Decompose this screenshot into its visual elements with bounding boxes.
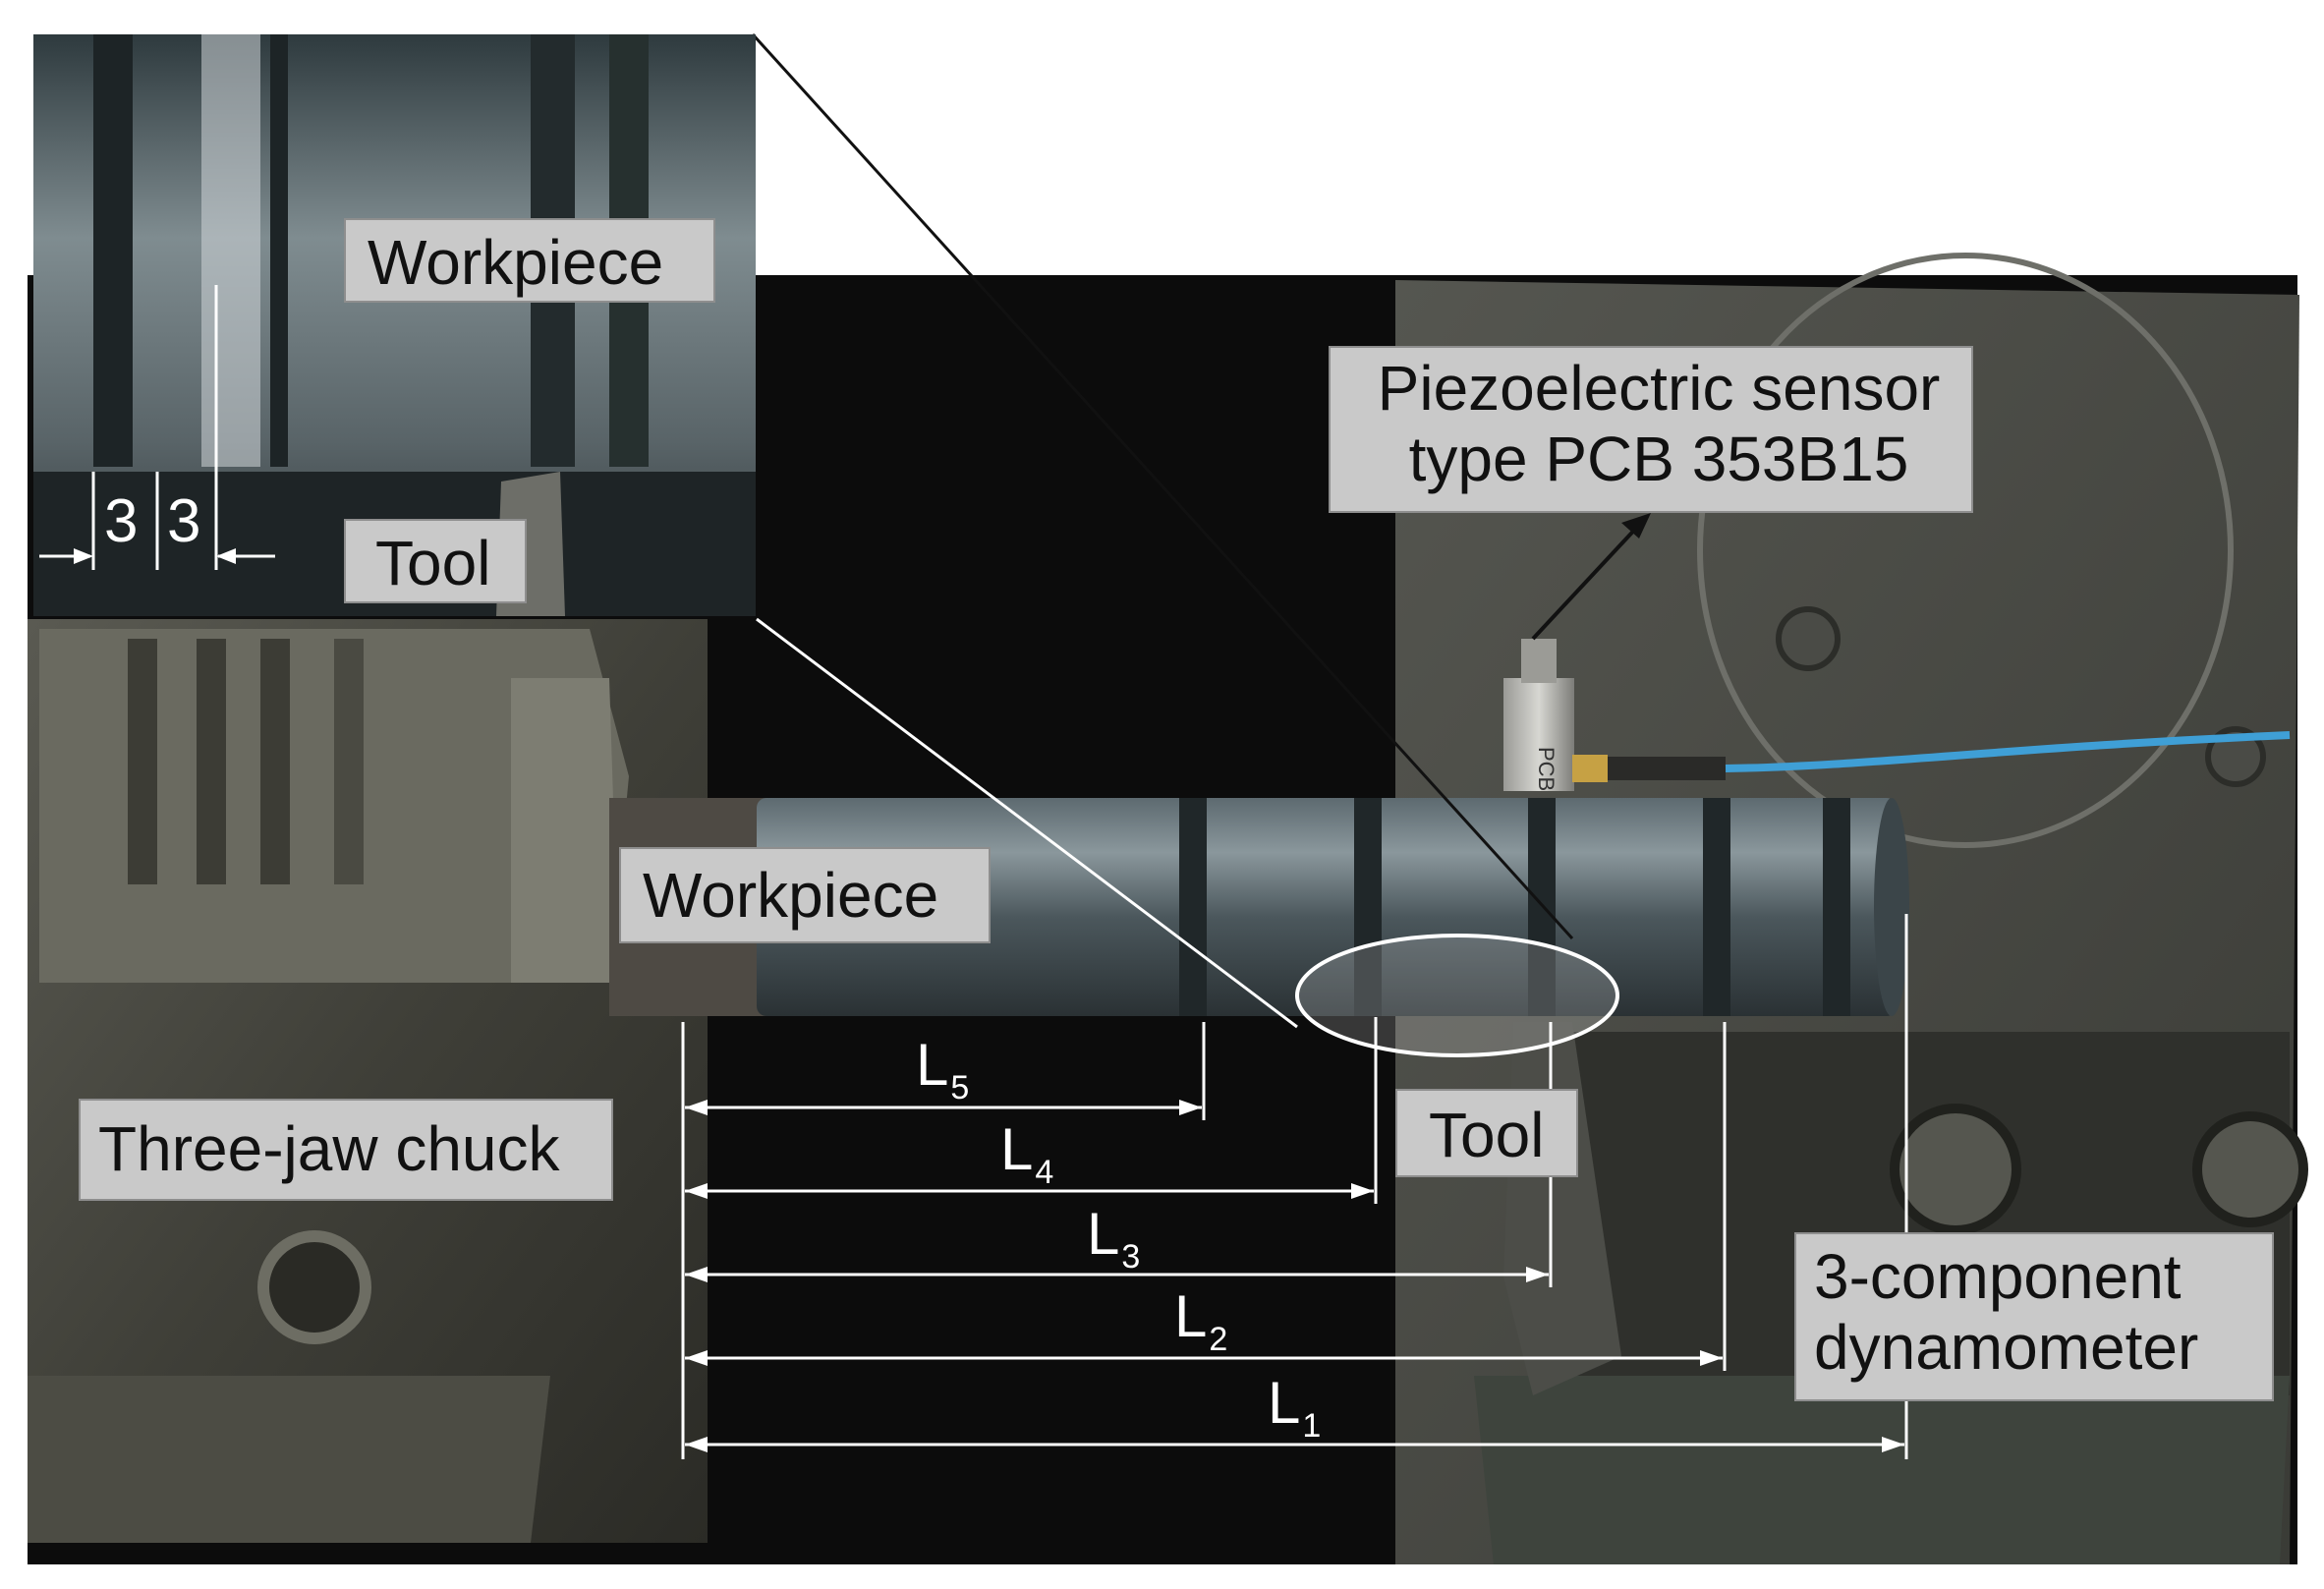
- dynamometer-label-line1: 3-component: [1814, 1241, 2182, 1312]
- sensor-label-line2: type PCB 353B15: [1408, 423, 1909, 494]
- length-label-l4: L4: [1000, 1116, 1054, 1191]
- contact-zone-ellipse: [1295, 934, 1619, 1057]
- workpiece-label: Workpiece: [619, 847, 991, 943]
- dynamometer-label-line2: dynamometer: [1814, 1311, 2199, 1383]
- inset-dimension-label: 3: [167, 487, 201, 555]
- sensor-logo-text: PCB: [1534, 747, 1559, 791]
- length-label-l1: L1: [1268, 1370, 1322, 1445]
- inset-tool-label: Tool: [344, 519, 527, 603]
- length-label-l2: L2: [1174, 1283, 1228, 1358]
- sensor-cable: [1725, 731, 2291, 772]
- sensor-label-line1: Piezoelectric sensor: [1377, 353, 1941, 424]
- inset-dimension-label: 3: [104, 487, 139, 555]
- tool-label: Tool: [1395, 1089, 1578, 1177]
- dynamometer-label: 3-component dynamometer: [1794, 1232, 2274, 1401]
- length-label-l5: L5: [916, 1032, 970, 1107]
- chuck-label: Three-jaw chuck: [79, 1099, 613, 1201]
- inset-workpiece-label: Workpiece: [344, 218, 715, 303]
- sensor-label: Piezoelectric sensor type PCB 353B15: [1329, 346, 1973, 513]
- length-label-l3: L3: [1087, 1201, 1141, 1276]
